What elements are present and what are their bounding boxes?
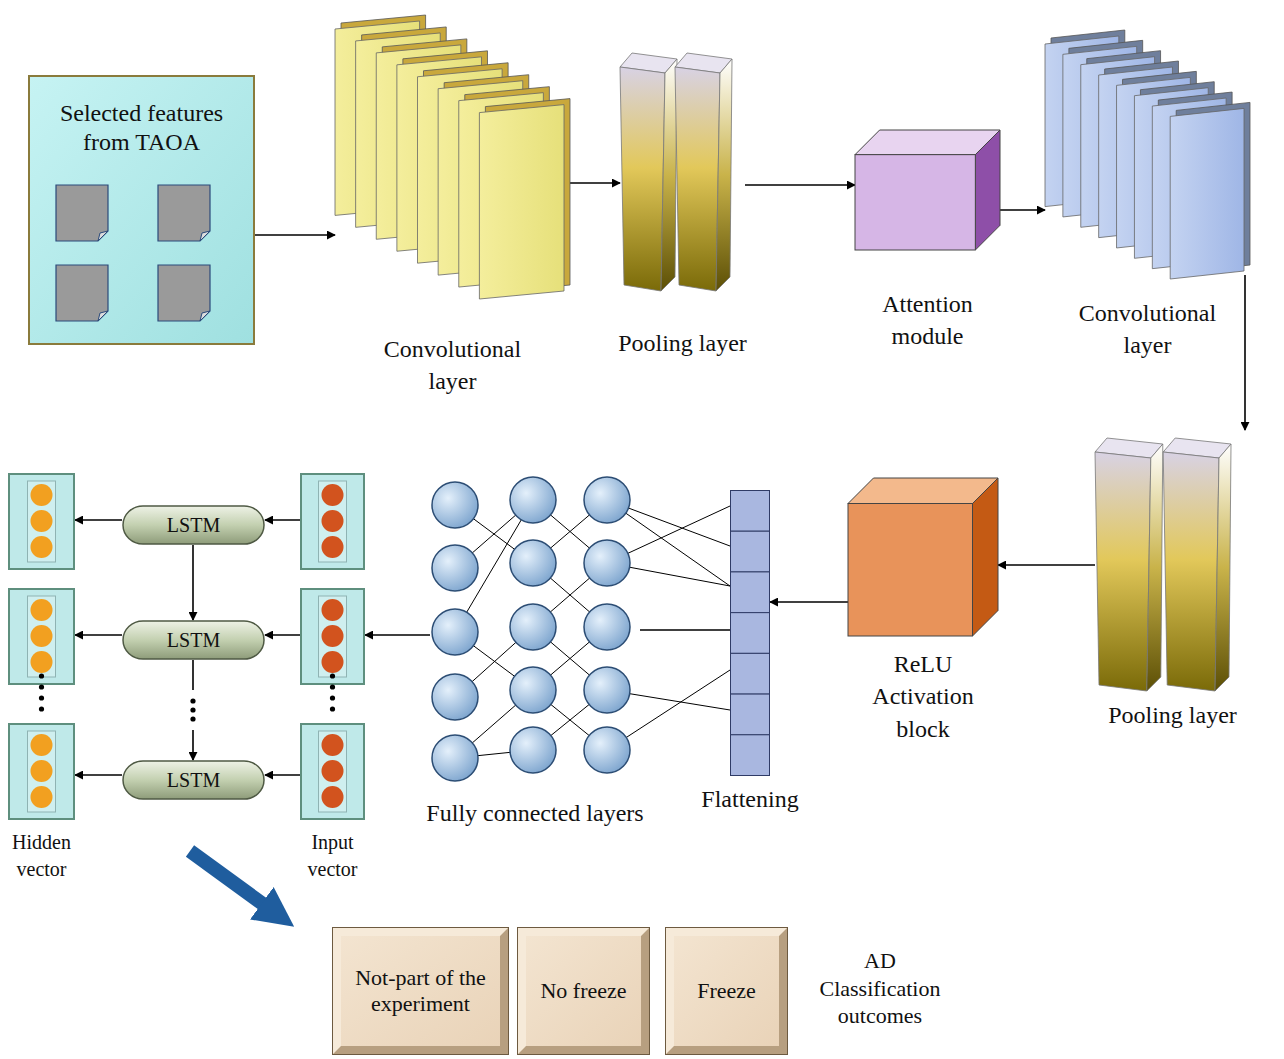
flow-arrow [265, 774, 300, 776]
flow-arrow [75, 634, 122, 636]
flow-arrow [770, 601, 848, 603]
layer-label: Fully connected layers [425, 797, 645, 829]
input-feature-box: Selected features from TAOA [28, 75, 255, 345]
layer-label: Input vector [293, 829, 373, 883]
node-label: LSTM [167, 628, 220, 652]
flow-arrow [570, 182, 620, 184]
outcome-box: Freeze [665, 927, 788, 1055]
flow-arrow [75, 519, 122, 521]
layer-label: Pooling layer [593, 327, 773, 359]
node-label: LSTM [167, 513, 220, 537]
relu-cube: ReLU Activation block [848, 478, 998, 636]
flatten-column: Flattening [730, 490, 770, 775]
outcome-box: No freeze [517, 927, 650, 1055]
ellipsis-dot [190, 707, 195, 712]
flow-arrow [192, 545, 194, 620]
pooling-layer: Pooling layer [620, 45, 745, 295]
ellipsis-dot [190, 716, 195, 721]
conv-layer-stack: Convolutional layer [1045, 30, 1250, 275]
outcome-caption: AD Classification outcomes [805, 947, 955, 1030]
node-label: LSTM [167, 768, 220, 792]
input-vector: Input vector [300, 473, 365, 819]
dense-layers-shape [430, 478, 640, 783]
flow-arrow [998, 564, 1095, 566]
conv-layer-stack: Convolutional layer [335, 15, 570, 295]
flow-arrow [75, 774, 122, 776]
lstm-cell: LSTM [122, 760, 265, 800]
pooling-layer: Pooling layer [1095, 430, 1250, 695]
flow-arrow [365, 634, 430, 636]
flow-arrow [265, 519, 300, 521]
conv-layer-stack-shape [1045, 30, 1250, 275]
layer-label: ReLU Activation block [858, 648, 988, 745]
flow-arrow [1244, 275, 1246, 430]
outcome-box: Not-part of the experiment [332, 927, 509, 1055]
pooling-layer-shape [620, 45, 745, 295]
node-label: Freeze [697, 978, 756, 1004]
flow-arrow [640, 629, 730, 631]
layer-label: Convolutional layer [363, 333, 543, 398]
node-label: No freeze [540, 978, 626, 1004]
node-label: Selected features from TAOA [38, 99, 245, 157]
layer-label: Attention module [863, 288, 993, 353]
layer-label: Flattening [685, 783, 815, 815]
attention-cube: Attention module [855, 130, 1000, 250]
layer-label: Hidden vector [2, 829, 82, 883]
relu-cube-shape [848, 478, 998, 636]
dense-layers: Fully connected layers [430, 478, 640, 783]
flow-arrow [255, 234, 335, 236]
conv-layer-stack-shape [335, 15, 570, 295]
flow-arrow [1000, 209, 1045, 211]
layer-label: Convolutional layer [1058, 297, 1238, 362]
hidden-vector: Hidden vector [8, 473, 75, 819]
hidden-vector-shape [8, 473, 75, 819]
ellipsis-dot [190, 698, 195, 703]
output-arrow [190, 851, 278, 915]
flow-arrow [265, 634, 300, 636]
layer-label: Pooling layer [1083, 699, 1263, 731]
flatten-column-shape [730, 490, 770, 775]
lstm-cell: LSTM [122, 620, 265, 660]
pooling-layer-shape [1095, 430, 1250, 695]
attention-cube-shape [855, 130, 1000, 250]
flow-arrow [745, 184, 855, 186]
input-vector-shape [300, 473, 365, 819]
node-label: Not-part of the experiment [344, 965, 497, 1018]
lstm-cell: LSTM [122, 505, 265, 545]
